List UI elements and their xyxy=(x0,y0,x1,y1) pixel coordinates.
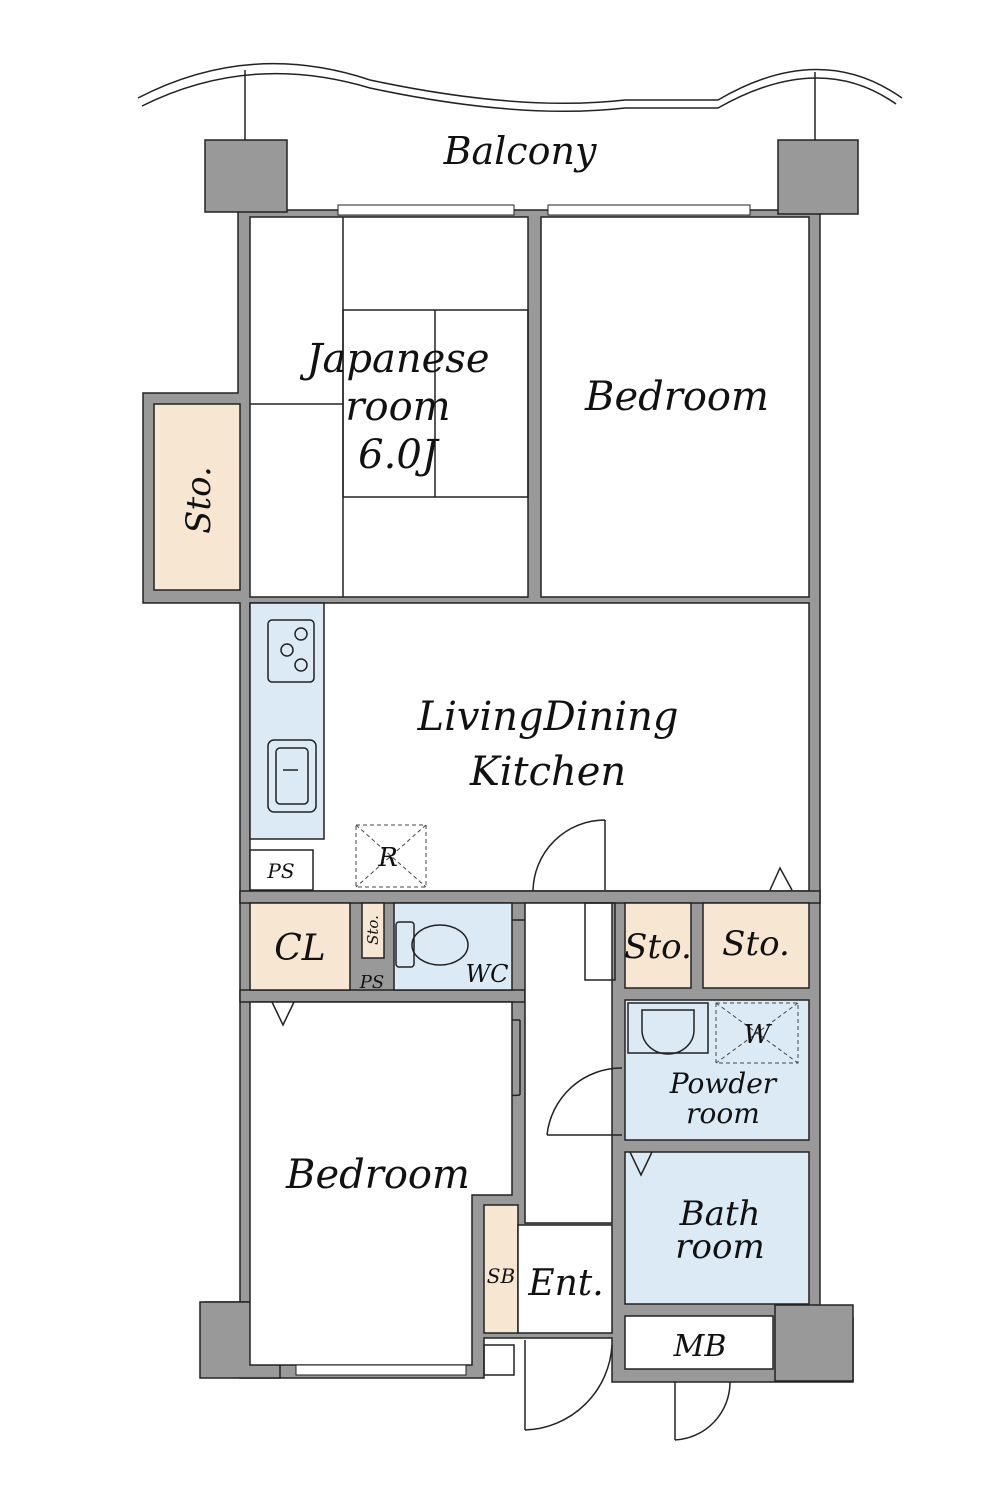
window-bedroom-bottom xyxy=(295,1364,467,1376)
door-hall-ldk[interactable] xyxy=(532,819,606,893)
door-closet[interactable] xyxy=(271,1001,295,1027)
powder-room xyxy=(624,999,810,1141)
bedroom-top-label: Bedroom xyxy=(584,374,769,420)
window-bedroom-top xyxy=(547,204,751,216)
storage-hall-1 xyxy=(624,902,692,989)
window-japanese xyxy=(337,204,515,216)
washer-area xyxy=(715,1002,799,1064)
stove-icon xyxy=(267,619,315,683)
entrance-tile xyxy=(483,1344,515,1376)
refrigerator xyxy=(355,824,427,888)
storage-hall-1-label: Sto. xyxy=(624,927,692,967)
entrance xyxy=(517,1224,613,1334)
pipe-space-1-label: PS xyxy=(266,859,294,883)
closet xyxy=(249,902,351,991)
japanese-room-label: room xyxy=(345,384,450,430)
powder-room-label: Powder xyxy=(669,1067,778,1100)
pipe-space-2-label: PS xyxy=(359,972,384,993)
toilet-icon xyxy=(395,921,415,968)
japanese-room-label: Japanese xyxy=(300,336,490,382)
pillar-top-left xyxy=(204,139,288,213)
entrance-label: Ent. xyxy=(527,1263,603,1304)
bath-room-label: room xyxy=(675,1227,764,1267)
kitchen-counter xyxy=(249,602,325,840)
door-meter[interactable] xyxy=(674,1381,731,1441)
closet-label: CL xyxy=(274,928,325,969)
meter-box-label: MB xyxy=(673,1329,727,1364)
balcony-label: Balcony xyxy=(443,129,597,173)
sink-icon xyxy=(267,739,317,813)
pillar-bottom-right xyxy=(774,1304,854,1382)
ldk xyxy=(249,602,810,892)
bedroom-bottom-label: Bedroom xyxy=(285,1152,470,1198)
meter-box xyxy=(624,1315,774,1370)
washer-label: W xyxy=(744,1020,773,1050)
storage-left-label: Sto. xyxy=(179,466,219,534)
bath-room-label: Bath xyxy=(679,1194,761,1234)
interior-wall-mid xyxy=(239,890,821,904)
door-storage-hall[interactable] xyxy=(584,902,616,981)
door-bath[interactable] xyxy=(629,1151,653,1177)
japanese-room-size: 6.0J xyxy=(358,432,440,478)
storage-left xyxy=(153,403,241,591)
bath-room xyxy=(624,1151,810,1305)
entrance-door[interactable] xyxy=(524,1340,613,1431)
storage-small xyxy=(361,902,385,959)
door-powder[interactable] xyxy=(546,1067,623,1136)
hall xyxy=(524,902,613,1224)
refrigerator-label: R xyxy=(377,843,398,873)
washbasin-icon xyxy=(627,1002,709,1054)
ldk-label: LivingDining xyxy=(417,694,679,740)
bedroom-bottom xyxy=(249,1001,513,1366)
powder-room-label: room xyxy=(686,1097,760,1130)
pipe-space-1 xyxy=(249,849,314,891)
bedroom-top xyxy=(540,216,810,598)
storage-hall-2 xyxy=(702,902,810,989)
storage-hall-2-label: Sto. xyxy=(722,924,790,964)
storage-small-label: Sto. xyxy=(364,915,382,945)
balcony-railing xyxy=(137,63,903,113)
wc-label: WC xyxy=(465,960,508,988)
pillar-top-right xyxy=(777,139,859,215)
door-sliding-storage[interactable] xyxy=(769,866,793,891)
shoe-box-label: SB xyxy=(487,1264,515,1288)
ldk-label: Kitchen xyxy=(469,749,626,795)
